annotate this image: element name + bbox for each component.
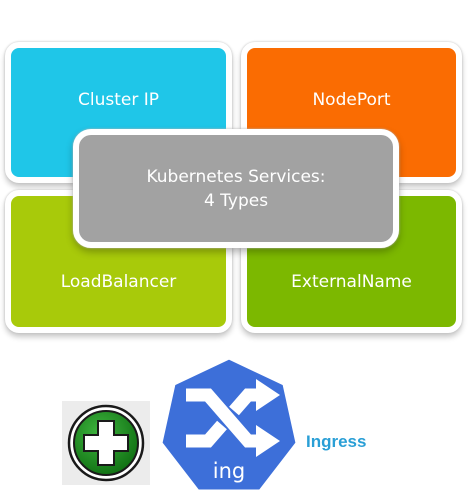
tile-nodeport-label: NodePort: [312, 90, 391, 110]
ingress-abbr-text: ing: [212, 459, 246, 483]
tile-cluster-ip-label: Cluster IP: [77, 90, 159, 110]
center-title-line1: Kubernetes Services:: [146, 166, 326, 187]
ingress-label: Ingress: [306, 432, 367, 451]
tile-externalname-label: ExternalName: [291, 272, 412, 292]
center-title-box: Kubernetes Services: 4 Types: [73, 129, 399, 248]
plus-icon: [62, 401, 150, 485]
ingress-icon: ing: [156, 355, 302, 500]
tile-loadbalancer-label: LoadBalancer: [60, 272, 177, 292]
center-title-line2: 4 Types: [203, 190, 269, 211]
